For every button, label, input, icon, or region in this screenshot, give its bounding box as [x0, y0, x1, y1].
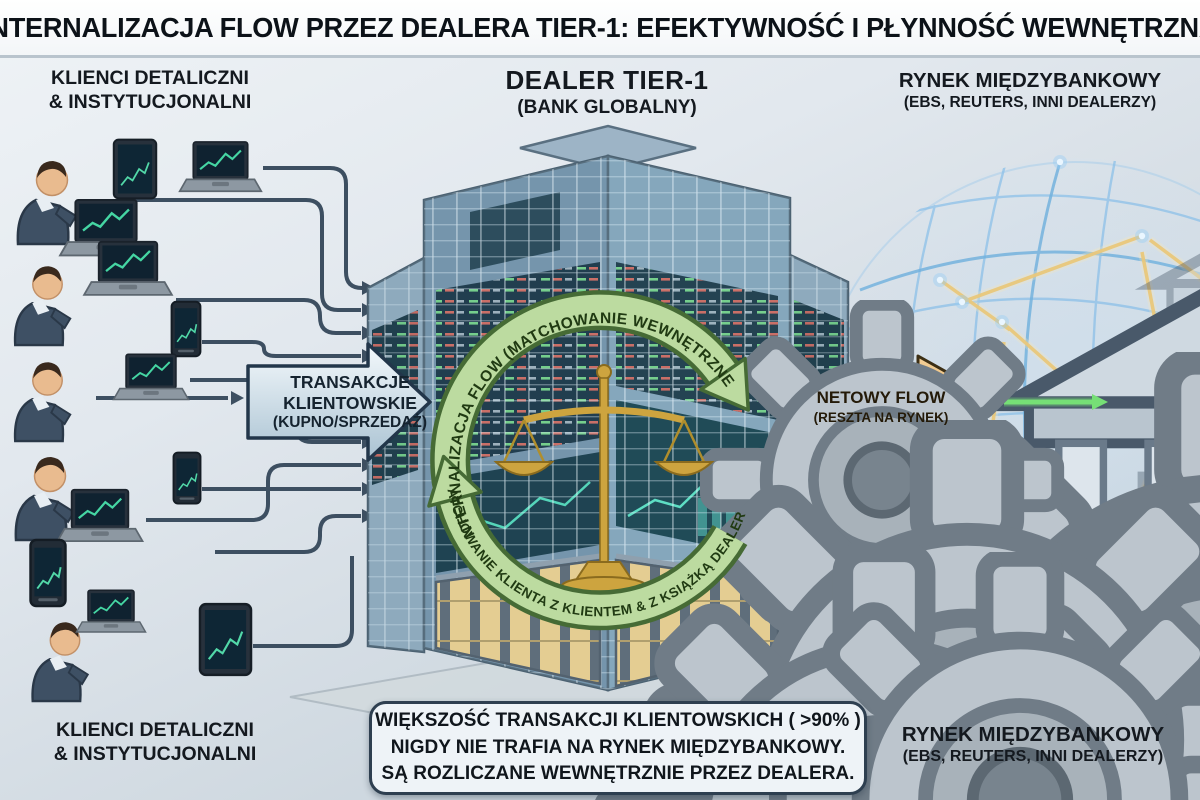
label-line: KLIENCI DETALICZNI	[51, 67, 249, 89]
client-person	[16, 159, 78, 246]
callout-line: NIGDY NIE TRAFIA NA RYNEK MIĘDZYBANKOWY.	[390, 736, 846, 758]
tablet-device	[198, 602, 253, 677]
label-line: (KUPNO/SPRZEDAŻ)	[272, 414, 428, 431]
label-line: NETOWY FLOW	[816, 388, 946, 407]
net-flow-to-market-line	[1004, 394, 1108, 410]
phone-device	[172, 451, 202, 505]
laptop-device	[75, 589, 147, 633]
loop-arrowhead-down	[699, 356, 750, 412]
label-line: TRANSAKCJE	[290, 372, 410, 392]
label-line: DEALER TIER-1	[505, 65, 709, 95]
page-title: INTERNALIZACJA FLOW PRZEZ DEALERA TIER-1…	[0, 11, 1200, 43]
internalization-callout: WIĘKSZOŚĆ TRANSAKCJI KLIENTOWSKICH ( >90…	[369, 701, 867, 795]
label-clients-bottom: KLIENCI DETALICZNI & INSTYTUCJONALNI	[20, 718, 290, 766]
label-line: (RESZTA NA RYNEK)	[813, 409, 949, 425]
scales-of-justice-icon	[493, 364, 715, 596]
client-person	[31, 620, 90, 703]
client-flow-lines	[96, 166, 363, 648]
client-person	[14, 455, 76, 542]
label-line: RYNEK MIĘDZYBANKOWY	[898, 69, 1162, 92]
title-bar: INTERNALIZACJA FLOW PRZEZ DEALERA TIER-1…	[0, 0, 1200, 58]
label-line: & INSTYTUCJONALNI	[48, 91, 252, 114]
client-transactions-arrow	[246, 342, 432, 462]
loop-arrowhead-up	[427, 454, 483, 508]
phone-device	[170, 300, 202, 358]
label-line: (EBS, REUTERS, INNI DEALERZY)	[902, 748, 1164, 766]
client-person	[13, 361, 72, 443]
label-line: KLIENCI DETALICZNI	[56, 719, 254, 741]
callout-line: SĄ ROZLICZANE WEWNĘTRZNIE PRZEZ DEALERA.	[381, 763, 855, 785]
label-line: & INSTYTUCJONALNI	[53, 743, 257, 766]
label-line: RYNEK MIĘDZYBANKOWY	[901, 723, 1165, 746]
client-transactions-arrow-label: TRANSAKCJE KLIENTOWSKIE (KUPNO/SPRZEDAŻ)	[240, 372, 460, 433]
label-line: (BANK GLOBALNY)	[517, 97, 697, 119]
callout-line: WIĘKSZOŚĆ TRANSAKCJI KLIENTOWSKICH ( >90…	[375, 709, 861, 731]
label-line: (EBS, REUTERS, INNI DEALERZY)	[903, 94, 1157, 112]
laptop-device	[178, 140, 263, 193]
client-person	[13, 265, 72, 347]
label-interbank-top: RYNEK MIĘDZYBANKOWY (EBS, REUTERS, INNI …	[868, 68, 1192, 113]
label-dealer: DEALER TIER-1 (BANK GLOBALNY)	[407, 64, 807, 120]
tablet-device	[112, 138, 158, 200]
net-flow-arrow-label: NETOWY FLOW (RESZTA NA RYNEK)	[799, 387, 963, 426]
laptop-device	[112, 353, 190, 401]
label-line: KLIENTOWSKIE	[283, 393, 417, 413]
label-interbank-bottom: RYNEK MIĘDZYBANKOWY (EBS, REUTERS, INNI …	[868, 722, 1198, 767]
phone-device	[29, 538, 67, 608]
clients-illustration	[13, 138, 263, 703]
label-clients-top: KLIENCI DETALICZNI & INSTYTUCJONALNI	[15, 66, 285, 114]
